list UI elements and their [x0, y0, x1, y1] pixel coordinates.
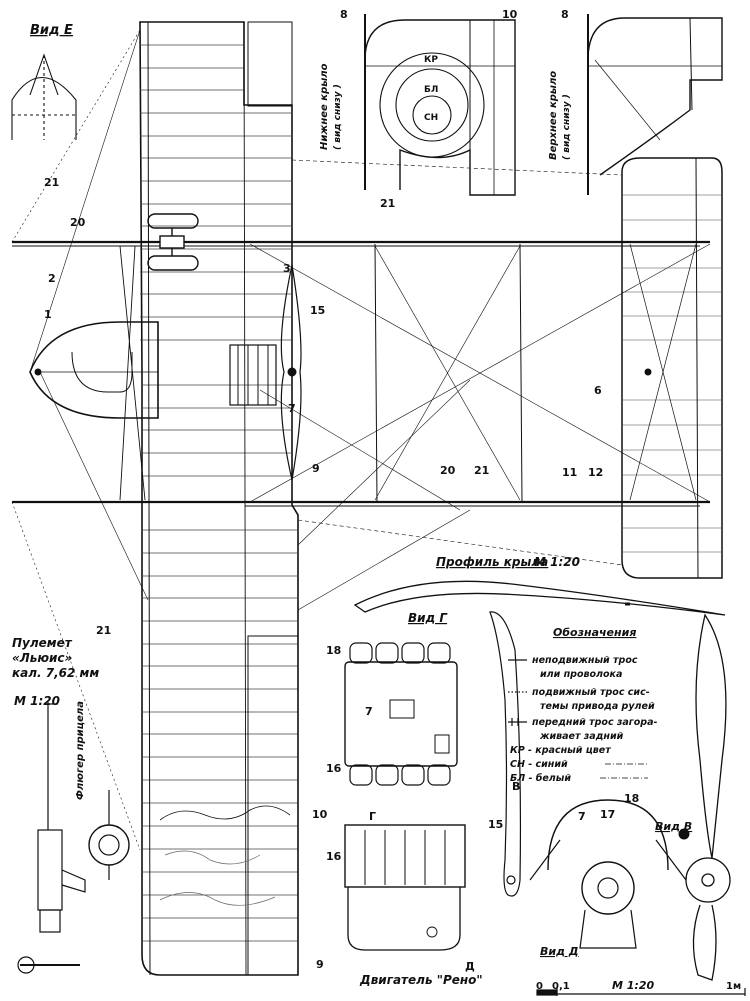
- view-e-label: Вид Е: [30, 23, 73, 38]
- scale-zero: 0: [536, 981, 543, 992]
- engine-view-g: [344, 642, 458, 786]
- callout-20-mid: 20: [440, 464, 456, 477]
- callout-numbers: 1 2 3 6 7 7 7 8 8 9 9 10 10 11 12 15 15 …: [44, 8, 639, 971]
- legend-item-4: передний трос загора-: [532, 717, 658, 728]
- wing-profile: [353, 580, 726, 616]
- wing-profile-scale: М 1:20: [534, 555, 580, 569]
- callout-11: 11: [562, 466, 577, 479]
- roundel-inner-label: СН: [424, 113, 438, 123]
- landing-wheels: [147, 213, 199, 271]
- callout-12: 12: [588, 466, 603, 479]
- roundel-outer-label: КР: [424, 55, 438, 65]
- roundel-middle: [395, 68, 469, 142]
- gun-title-line2: «Льюис»: [12, 651, 73, 665]
- callout-10-bottom: 10: [312, 808, 328, 821]
- bracing-wires: [11, 29, 623, 851]
- upper-wing-label: Верхнее крыло: [548, 71, 559, 160]
- callout-16-view-g: 16: [326, 762, 342, 775]
- nacelle: [29, 245, 159, 501]
- callout-21-mid: 21: [474, 464, 489, 477]
- arrow-v-label: В: [512, 780, 520, 793]
- wing-profile-title: Профиль крыла: [436, 555, 548, 569]
- legend-item-2: подвижный трос сис-: [532, 687, 650, 698]
- callout-16-side: 16: [326, 850, 342, 863]
- scale-label: М 1:20: [612, 979, 654, 992]
- propeller-front-view: [685, 613, 731, 981]
- legend-item-3: темы привода рулей: [540, 701, 655, 712]
- legend-item-8: БЛ - белый: [510, 773, 571, 784]
- roundel-outer: [379, 52, 485, 158]
- lower-wing-sub-label: ( вид снизу ): [333, 84, 343, 150]
- callout-15-side: 15: [488, 818, 503, 831]
- view-g-label: Вид Г: [408, 611, 448, 625]
- callout-20-left: 20: [70, 216, 86, 229]
- main-wing-planform: [139, 21, 299, 976]
- callout-8-upper: 8: [561, 8, 569, 21]
- scale-end: 1м: [726, 981, 741, 992]
- callout-18-view-g: 18: [326, 644, 341, 657]
- legend-item-7: СН - синий: [510, 759, 568, 770]
- callout-8-lower: 8: [340, 8, 348, 21]
- machine-gun-drawing: [17, 700, 130, 974]
- pusher-engine: [229, 264, 302, 481]
- engine-front-view: [529, 799, 690, 949]
- callout-21-bottom: 21: [96, 624, 111, 637]
- lower-wing-detail: [364, 14, 516, 196]
- roundel-middle-label: БЛ: [424, 85, 438, 95]
- propeller-edge-view: [489, 611, 522, 897]
- callout-7-planform: 7: [288, 402, 296, 415]
- lower-wing-label: Нижнее крыло: [319, 63, 330, 150]
- view-v-label: Вид В: [655, 820, 692, 833]
- callout-2: 2: [48, 272, 56, 285]
- callout-6: 6: [594, 384, 602, 397]
- scale-tenth: 0,1: [552, 981, 570, 992]
- gun-title-line3: кал. 7,62 мм: [12, 666, 99, 680]
- text-labels: Вид Е Нижнее крыло ( вид снизу ) Верхнее…: [12, 23, 741, 992]
- legend-item-1: или проволока: [540, 669, 622, 680]
- arrow-d-label: Д: [465, 960, 475, 973]
- horizontal-tail: [621, 157, 723, 579]
- upper-wing-detail: [587, 14, 723, 195]
- callout-10-top: 10: [502, 8, 518, 21]
- upper-wing-sub-label: ( вид снизу ): [562, 94, 572, 160]
- engine-title: Двигатель "Рено": [359, 973, 483, 987]
- callout-7-view-d: 7: [578, 810, 586, 823]
- callout-3: 3: [283, 262, 291, 275]
- gun-sight-vane-label: Флюгер прицела: [75, 701, 86, 800]
- legend-item-0: неподвижный трос: [532, 655, 638, 666]
- view-e-sketch: [11, 53, 77, 140]
- roundel-inner: [412, 95, 452, 135]
- callout-17: 17: [600, 808, 615, 821]
- gun-scale: М 1:20: [14, 694, 60, 708]
- view-d-label: Вид Д: [540, 945, 579, 958]
- callout-18-view-d: 18: [624, 792, 639, 805]
- legend-item-5: живает задний: [539, 731, 624, 742]
- callout-21-left: 21: [44, 176, 59, 189]
- gun-title-line1: Пулемет: [12, 636, 73, 650]
- callout-9-bottom: 9: [316, 958, 324, 971]
- callout-21-top: 21: [380, 197, 395, 210]
- callout-9-top: 9: [312, 462, 320, 475]
- callout-7-view-g: 7: [365, 705, 373, 718]
- legend-item-6: КР - красный цвет: [510, 745, 611, 756]
- engine-side-view: [344, 824, 466, 951]
- arrow-g-label: Г: [369, 810, 376, 823]
- callout-15-planform: 15: [310, 304, 325, 317]
- callout-1: 1: [44, 308, 52, 321]
- legend-title: Обозначения: [553, 626, 636, 639]
- scale-bar-graphic: [536, 988, 746, 996]
- tail-booms: [12, 240, 711, 507]
